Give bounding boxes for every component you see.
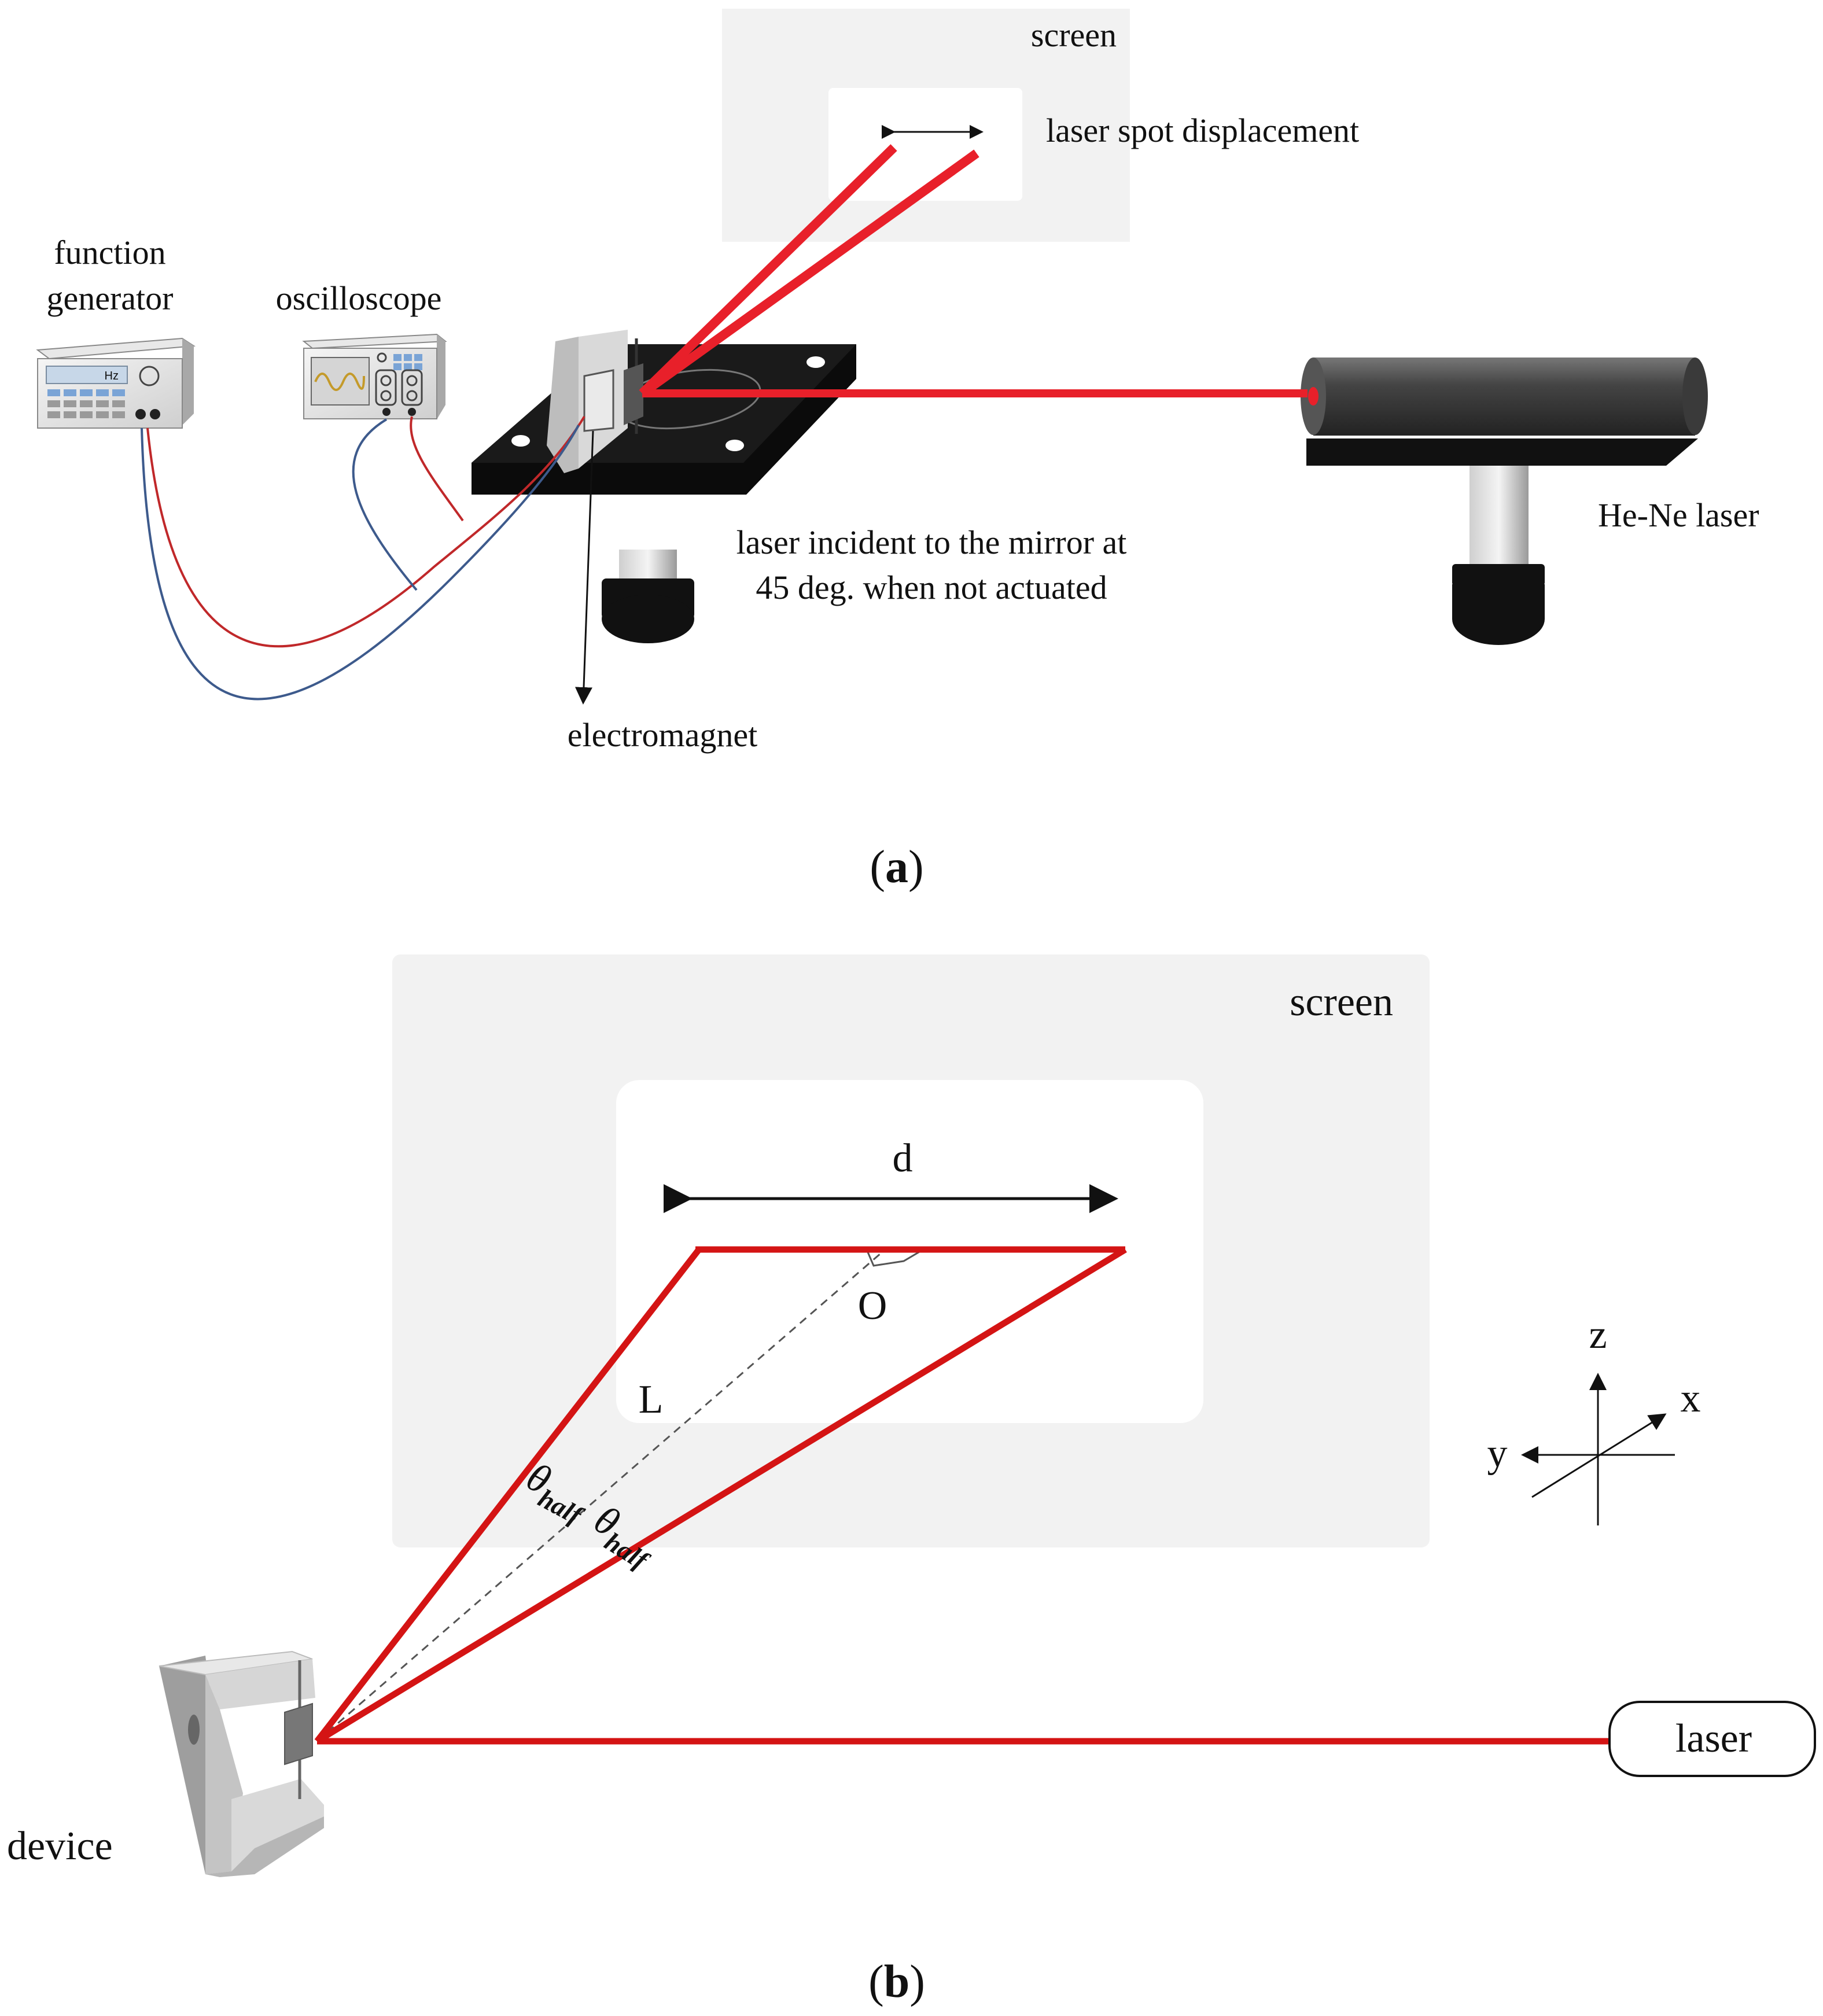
fg-red-wire [146,415,585,648]
reflected-beam-1 [639,144,897,397]
fg-output-jack [150,409,160,419]
caption-b: (b) [868,1956,925,2007]
mirror-device-b [159,1650,324,1877]
spot-displacement-label: laser spot displacement [1046,112,1359,149]
laser-box [1608,1701,1816,1777]
laser-post-clamp-top [1452,564,1545,586]
beam-right [315,1247,1127,1744]
electromagnet-coil [583,369,614,432]
incidence-note-2: 45 deg. when not actuated [756,569,1107,606]
right-angle-mark [866,1248,924,1267]
o-label: O [858,1284,887,1328]
axis-z-label: z [1589,1313,1607,1357]
fg-blue-wire [141,425,580,701]
platform-post-foot [602,595,694,643]
laser-base-plate [1306,438,1698,466]
device-hole [188,1715,200,1745]
scope-input-jack [382,408,391,416]
center-line [316,1248,886,1742]
oscilloscope [302,333,447,419]
axis-x-label: x [1681,1376,1701,1421]
d-label: d [893,1136,913,1181]
incidence-note-1: laser incident to the mirror at [736,524,1127,561]
screen-b-label: screen [1290,980,1393,1024]
micromirror-a [624,363,643,425]
he-ne-laser-label: He-Ne laser [1598,496,1759,534]
electromagnet-label: electromagnet [568,716,758,754]
x-axis [1531,1413,1667,1498]
laser-post [1470,466,1529,581]
laser-body [1313,358,1695,436]
scope-blue-wire [352,418,418,591]
screen-a: screen [722,9,1130,242]
oscilloscope-label: oscilloscope [276,279,442,317]
function-generator: Hz [36,337,196,429]
panel-a: screen laser spot displacement He-Ne las… [36,9,1759,893]
scope-input-jack [408,408,416,416]
electromagnet-pointer [574,430,594,705]
platform-hole [725,440,744,451]
scope-red-wire [410,416,464,522]
scope-knob-group [401,369,423,406]
laser-beams-a [639,144,1308,397]
reflected-beam-2 [639,149,979,397]
platform-hole [806,356,825,368]
scope-waveform [314,373,365,391]
fg-display [46,366,128,384]
caption-a: (a) [870,842,923,893]
function-generator-label-2: generator [47,279,174,317]
scope-screen [311,357,370,406]
fg-display-unit: Hz [105,370,119,382]
scope-knob-group [375,369,397,406]
screen-a-label: screen [1031,16,1117,54]
coordinate-axes [1521,1373,1675,1525]
he-ne-laser [1301,358,1708,645]
function-generator-label-1: function [54,234,165,271]
device-label: device [7,1824,113,1868]
l-label: L [639,1377,664,1422]
panel-b: screen d O L θhalf θhalf laser [7,954,1816,2007]
screen-a-window [828,88,1022,201]
scan-triangle [314,1246,1127,1744]
laser-aperture [1308,387,1319,406]
wires [141,415,585,701]
beam-left [314,1247,702,1744]
platform-hole [511,435,530,447]
fg-knob [139,366,160,386]
micromirror-b [284,1702,313,1766]
fg-output-jack [135,409,146,419]
axis-y-label: y [1487,1431,1508,1476]
laser-box-label: laser [1675,1716,1752,1761]
